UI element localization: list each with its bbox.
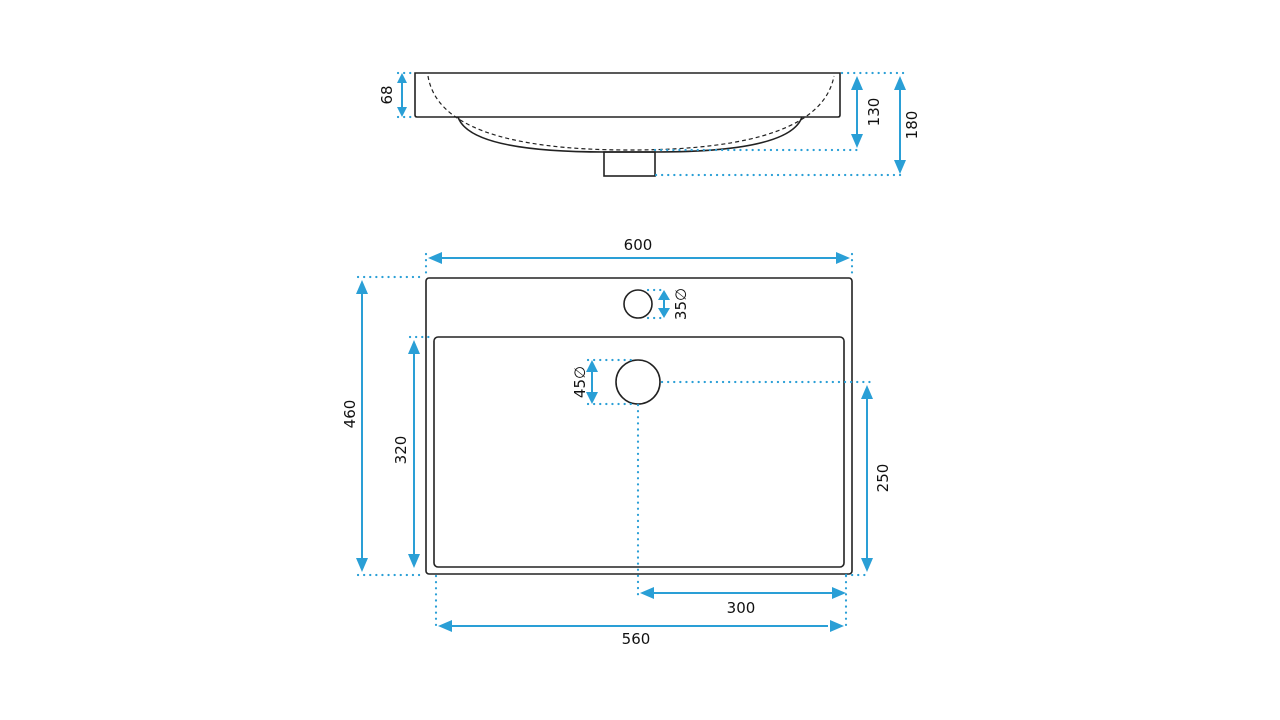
dim-560-arrow-right	[830, 620, 844, 632]
tap-hole-circle	[623, 289, 653, 319]
top-view-outer-outline	[425, 277, 853, 575]
dim-68-arrow-bottom	[397, 107, 407, 117]
dim-250-arrow-top	[861, 385, 873, 399]
dim-300-arrow-right	[832, 587, 846, 599]
side-view-drain-pipe	[603, 151, 656, 177]
top-view: 600 460 320 35∅ 45∅ 250	[341, 236, 892, 648]
dim-320-arrow-top	[408, 340, 420, 354]
dim-35-arrow-top	[658, 290, 670, 300]
dim-320-arrow-bottom	[408, 554, 420, 568]
dim-600-arrow-left	[428, 252, 442, 264]
dim-68-arrow-top	[397, 73, 407, 83]
dim-460-arrow-bottom	[356, 558, 368, 572]
dim-300-arrow-left	[640, 587, 654, 599]
dim-600-arrow-right	[836, 252, 850, 264]
dim-35-label: 35∅	[672, 288, 690, 320]
dim-180-label: 180	[903, 111, 921, 140]
dim-130-arrow-top	[851, 76, 863, 90]
dim-130-label: 130	[865, 98, 883, 127]
side-view-rim	[414, 72, 841, 118]
dim-45-label: 45∅	[571, 366, 589, 398]
dim-560-label: 560	[622, 630, 651, 648]
dim-250-label: 250	[874, 464, 892, 493]
dim-460-arrow-top	[356, 280, 368, 294]
dim-560-arrow-left	[438, 620, 452, 632]
dim-130-arrow-bottom	[851, 134, 863, 148]
dim-600-label: 600	[624, 236, 653, 254]
dim-180-arrow-bottom	[894, 160, 906, 174]
dim-300-label: 300	[727, 599, 756, 617]
dim-45-arrow-top	[586, 360, 598, 372]
dim-35-arrow-bottom	[658, 308, 670, 318]
top-view-basin-outline	[433, 336, 845, 568]
dim-320-label: 320	[392, 436, 410, 465]
dim-68-label: 68	[378, 85, 396, 104]
dim-45-arrow-bottom	[586, 392, 598, 404]
side-view-inner-curve	[427, 75, 835, 151]
dim-250-arrow-bottom	[861, 558, 873, 572]
drain-hole-circle	[615, 359, 661, 405]
side-view-bowl	[457, 116, 803, 153]
side-view: 68 130 180	[378, 71, 921, 177]
dim-180-arrow-top	[894, 76, 906, 90]
dim-460-label: 460	[341, 400, 359, 429]
